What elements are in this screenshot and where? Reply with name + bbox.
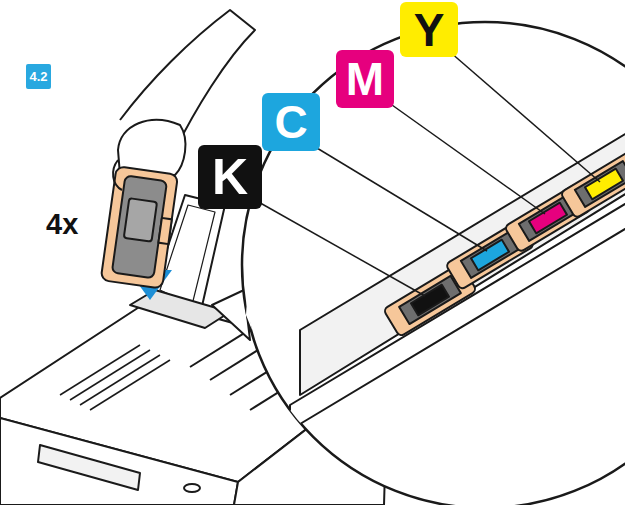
badge-letter: C [274, 99, 307, 145]
badge-letter: 4.2 [29, 70, 47, 83]
color-badge: C [262, 93, 320, 151]
quantity-label: 4x [46, 210, 78, 239]
color-badge: K [198, 145, 262, 209]
step-badge: 4.2 [26, 64, 51, 89]
leader-lines [255, 52, 600, 296]
badge-letter: Y [414, 7, 445, 53]
color-badge: Y [400, 2, 458, 57]
color-badge: M [336, 50, 394, 108]
badge-letter: K [212, 152, 248, 202]
badge-letter: M [346, 56, 384, 102]
zoom-callout [212, 22, 625, 505]
